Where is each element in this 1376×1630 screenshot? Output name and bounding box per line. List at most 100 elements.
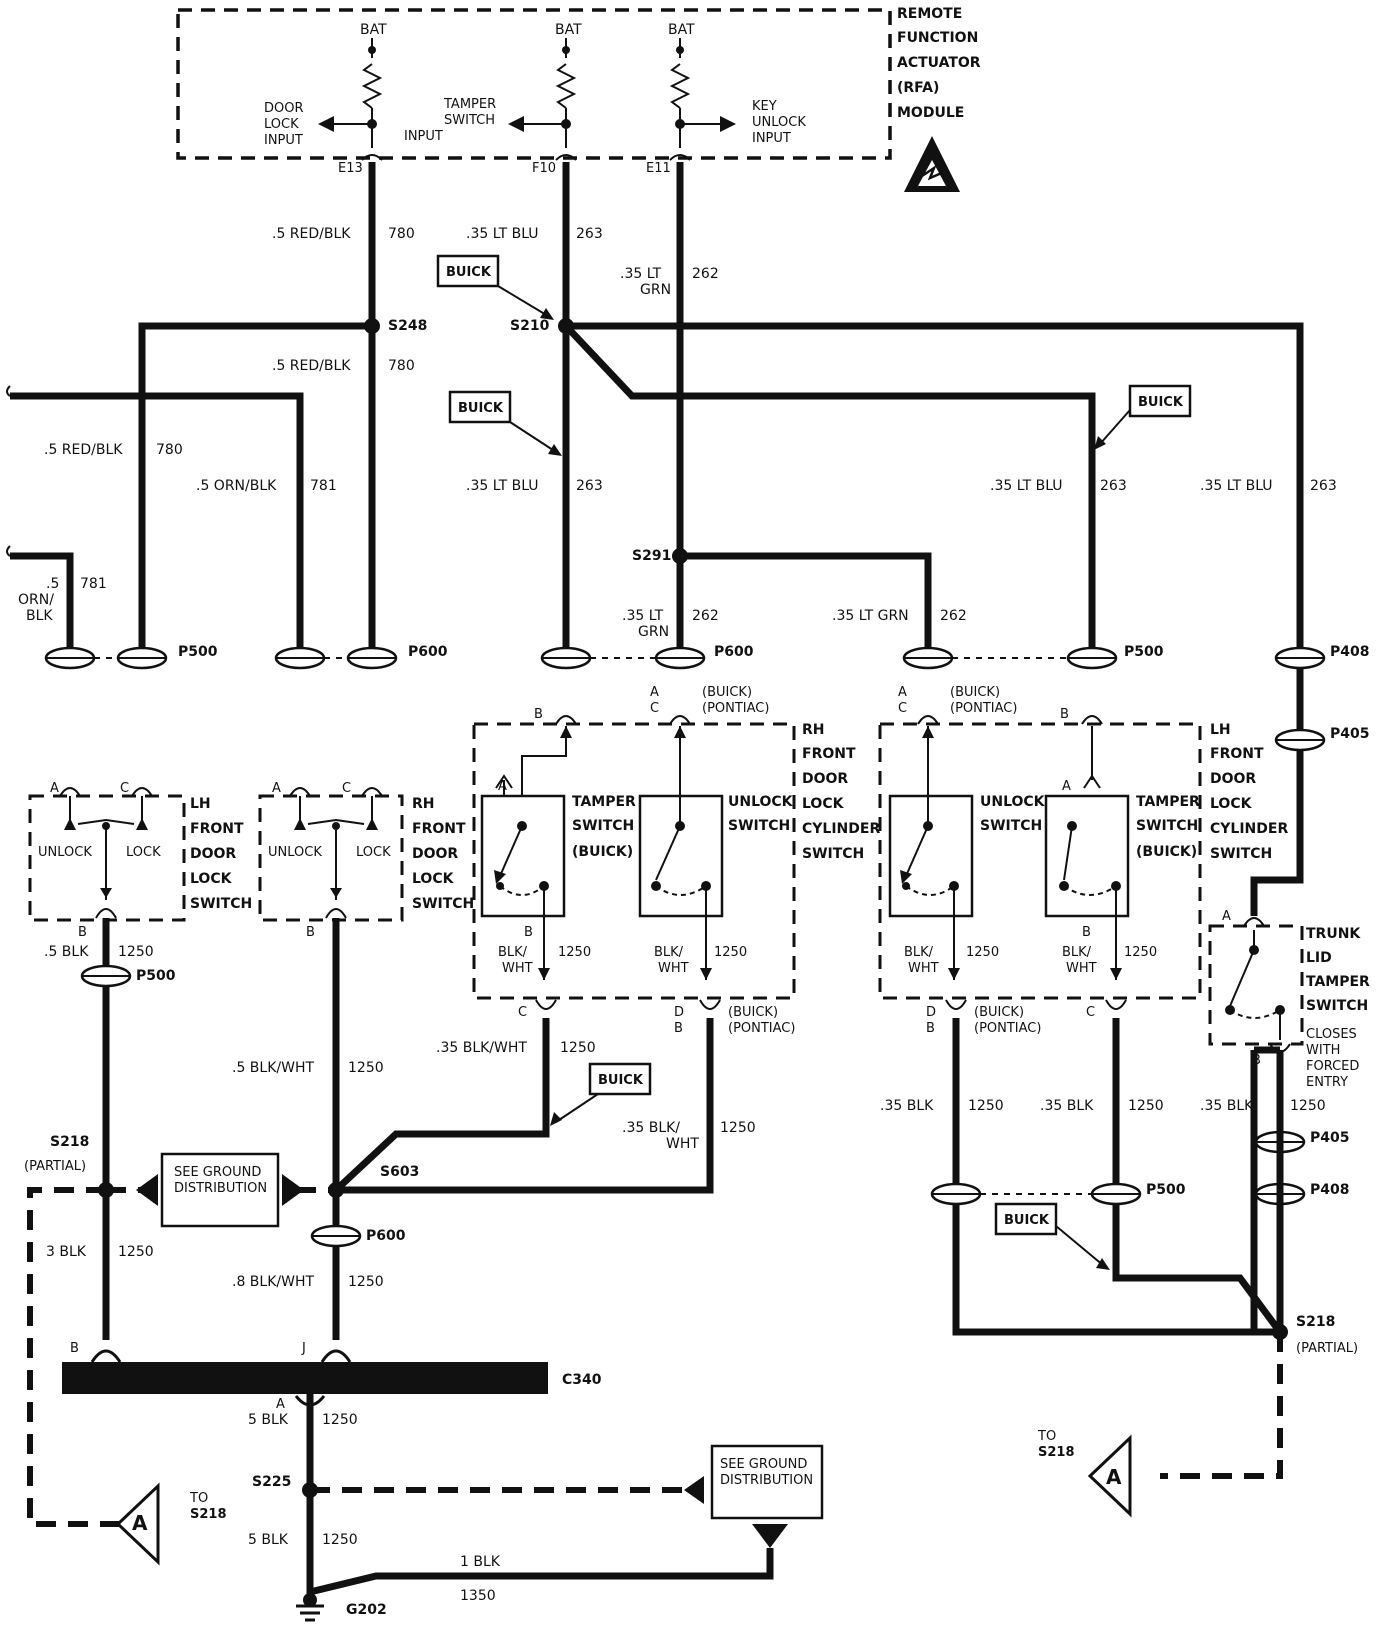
pin-f10: F10	[532, 161, 556, 176]
splice-s291	[672, 548, 688, 564]
lh-lock-switch-title-5: SWITCH	[190, 896, 252, 912]
bat-label-3: BAT	[668, 22, 695, 38]
p600-label: P600	[408, 644, 448, 660]
c263: 263	[1100, 478, 1127, 494]
ground-dist-bottom-2: DISTRIBUTION	[720, 1473, 813, 1488]
lh-cyl-title-3: DOOR	[1210, 771, 1256, 787]
buick-tag-s603: BUICK	[550, 1062, 652, 1126]
tamper-input-3: INPUT	[404, 129, 443, 144]
w1250-blkwht: .5 BLK/WHT	[232, 1060, 314, 1076]
pin-b: B	[1082, 925, 1091, 940]
rh-unlock-label: UNLOCK	[268, 845, 322, 860]
lh-lock-switch-title-4: LOCK	[190, 871, 233, 887]
buick-tag: BUICK	[458, 401, 504, 416]
pin-a: A	[498, 779, 507, 794]
trunk-label-7: FORCED	[1306, 1059, 1359, 1074]
w-1blk: 1 BLK	[460, 1554, 501, 1570]
lh-cyl-title-6: SWITCH	[1210, 846, 1272, 862]
ground-dist-left-2: DISTRIBUTION	[174, 1181, 267, 1196]
blk-b: WHT	[658, 961, 689, 976]
w-35blk: .35 BLK	[880, 1098, 934, 1114]
to-s218-right-2: S218	[1038, 1445, 1075, 1460]
w-35blk: .35 BLK	[1040, 1098, 1094, 1114]
c1250: 1250	[558, 945, 591, 960]
rh-unlock-sw-label-2: SWITCH	[728, 818, 790, 834]
pin-a: A	[898, 685, 907, 700]
w262a: .35 LT	[620, 266, 662, 282]
rh-lock-switch-title-4: LOCK	[412, 871, 455, 887]
blk-a: BLK/	[498, 945, 528, 960]
c262: 262	[692, 608, 719, 624]
offpage-a-right: A TO S218	[1037, 1429, 1132, 1518]
c1250: 1250	[322, 1532, 358, 1548]
w-5blk: 5 BLK	[248, 1412, 289, 1428]
s218-left-label: S218	[50, 1134, 89, 1150]
pin-b: B	[534, 707, 543, 722]
trunk-label-1: TRUNK	[1306, 926, 1361, 942]
pin-c: C	[898, 701, 907, 716]
pin-c: C	[1086, 1005, 1095, 1020]
rh-lock-label: LOCK	[356, 845, 391, 860]
pin-e11: E11	[646, 161, 671, 176]
pin-b: B	[78, 925, 87, 940]
w-5blk: 5 BLK	[248, 1532, 289, 1548]
rh-cyl-title-6: SWITCH	[802, 846, 864, 862]
lh-lock-cylinder-switch: A C (BUICK) (PONTIAC) B UNLOCK SWITCH A …	[878, 685, 1288, 1036]
trunk-label-4: SWITCH	[1306, 998, 1368, 1014]
to-s218-left-1: TO	[189, 1491, 208, 1506]
buick-tag: BUICK	[1138, 395, 1184, 410]
pin-b: B	[524, 925, 533, 940]
w-35blk: .35 BLK	[1200, 1098, 1254, 1114]
c1350: 1350	[460, 1588, 496, 1604]
partial-right-label: (PARTIAL)	[1296, 1341, 1358, 1356]
p408-label: P408	[1310, 1182, 1349, 1198]
pin-c: C	[518, 1005, 527, 1020]
rh-tamper-label-1: TAMPER	[572, 794, 636, 810]
lh-unlock-sw-label-1: UNLOCK	[980, 794, 1046, 810]
buick-tag: BUICK	[598, 1073, 644, 1088]
w262-full: .35 LT GRN	[832, 608, 909, 624]
c1250: 1250	[966, 945, 999, 960]
pin-b: B	[1252, 1053, 1261, 1068]
pin-b: B	[1060, 707, 1069, 722]
w1250-5blk: .5 BLK	[44, 944, 89, 960]
pin-c: C	[650, 701, 659, 716]
trunk-label-3: TAMPER	[1306, 974, 1370, 990]
pin-a: A	[1062, 779, 1071, 794]
blk-a: BLK/	[1062, 945, 1092, 960]
pin-pontiac: (PONTIAC)	[728, 1021, 795, 1036]
lh-tamper-label-3: (BUICK)	[1136, 844, 1197, 860]
c263: 263	[576, 226, 603, 242]
buick-tag-263: BUICK	[448, 390, 562, 456]
s210-label: S210	[510, 318, 550, 334]
trunk-label-5: CLOSES	[1306, 1027, 1357, 1042]
ground-dist-bottom-1: SEE GROUND	[720, 1457, 807, 1472]
c1250: 1250	[1290, 1098, 1326, 1114]
pin-buick: (BUICK)	[702, 685, 752, 700]
rh-lock-switch-title-2: FRONT	[412, 821, 466, 837]
c1250: 1250	[118, 1244, 154, 1260]
splice-labels: S248 S210 S291 S218 (PARTIAL) S603 S225 …	[24, 318, 1369, 1490]
rh-cyl-title-5: CYLINDER	[802, 821, 880, 837]
door-lock-input-2: LOCK	[264, 117, 299, 132]
blk-a: BLK/	[904, 945, 934, 960]
rh-cyl-title-3: DOOR	[802, 771, 848, 787]
s603-label: S603	[380, 1164, 419, 1180]
buick-tag-right: BUICK	[1094, 384, 1192, 450]
pin-c: C	[120, 781, 129, 796]
tamper-input-2: SWITCH	[444, 113, 495, 128]
pin-d: D	[674, 1005, 684, 1020]
rfa-module: REMOTE FUNCTION ACTUATOR (RFA) MODULE BA…	[176, 6, 981, 192]
pin-e13: E13	[338, 161, 363, 176]
c1250: 1250	[968, 1098, 1004, 1114]
splice-s225	[302, 1482, 318, 1498]
w780: .5 RED/BLK	[272, 226, 351, 242]
ground-g202: G202	[296, 1593, 387, 1622]
splice-s248	[364, 318, 380, 334]
c1250: 1250	[1128, 1098, 1164, 1114]
pin-pontiac: (PONTIAC)	[974, 1021, 1041, 1036]
s218-right-label: S218	[1296, 1314, 1335, 1330]
blk-a: BLK/	[654, 945, 684, 960]
esd-warning-icon	[904, 136, 960, 192]
rh-door-lock-switch: UNLOCK LOCK A C B RH FRONT DOOR LOCK SWI…	[258, 781, 474, 940]
